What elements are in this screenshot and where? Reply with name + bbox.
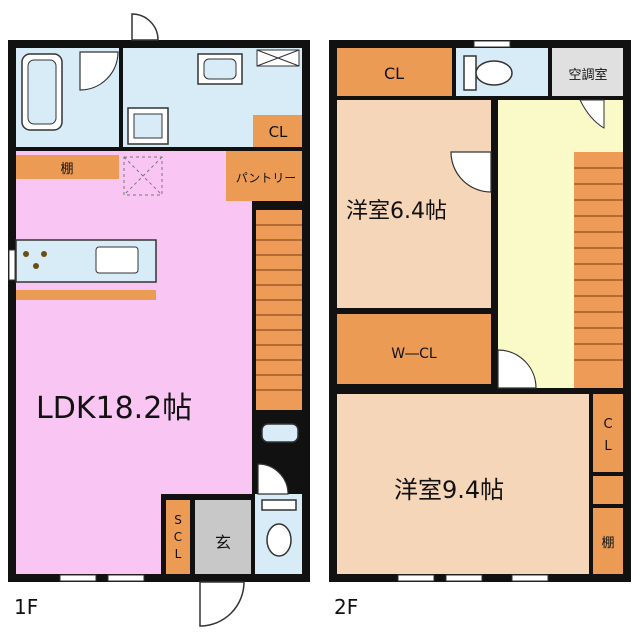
ldk-room-lower bbox=[16, 494, 161, 574]
bedroom-small-label: 洋室6.4帖 bbox=[346, 199, 447, 224]
stairs-1f-steps bbox=[256, 224, 302, 391]
bedroom-large bbox=[337, 394, 589, 574]
window-1f-left bbox=[8, 249, 16, 281]
walkin-closet bbox=[337, 314, 491, 384]
door-2f-bedroom-small bbox=[450, 151, 492, 193]
window-2f-bottom-c bbox=[511, 574, 549, 582]
door-2f-bedroom-large bbox=[497, 349, 537, 389]
window-2f-bottom-b bbox=[445, 574, 483, 582]
floor-1f: CL 棚 パントリー LDK18.2帖 bbox=[8, 13, 310, 627]
bedroom-large-label: 洋室9.4帖 bbox=[394, 476, 504, 504]
aircon-room bbox=[552, 48, 623, 96]
ceiling-storage-cross-b bbox=[123, 156, 163, 196]
shoe-closet-label-l: L bbox=[175, 547, 182, 561]
shelf-2f-label: 棚 bbox=[601, 536, 614, 551]
ceiling-storage-outline bbox=[123, 156, 163, 196]
stairs-1f bbox=[256, 210, 302, 410]
washing-machine-inner bbox=[133, 113, 163, 139]
window-2f-top bbox=[473, 40, 511, 48]
ldk-room bbox=[16, 151, 252, 494]
toilet-1f-tank bbox=[261, 499, 297, 511]
entrance bbox=[195, 500, 251, 574]
shelf-1f-label: 棚 bbox=[60, 162, 73, 177]
toilet-1f-bowl bbox=[266, 523, 292, 557]
shoe-closet-label-c: C bbox=[174, 530, 182, 544]
floor-1f-label: 1F bbox=[14, 595, 38, 619]
shoe-closet bbox=[166, 500, 190, 574]
walkin-closet-label: W―CL bbox=[391, 346, 437, 362]
window-1f-bottom-b bbox=[107, 574, 145, 582]
stairs-2f bbox=[574, 152, 623, 388]
stairs-2f-steps bbox=[574, 167, 623, 361]
stove-burner bbox=[23, 251, 29, 257]
vent-box-cross-b bbox=[256, 49, 300, 67]
shelf-1f bbox=[16, 155, 119, 179]
storage-2f-small bbox=[593, 476, 623, 504]
pantry bbox=[226, 151, 302, 201]
floor-2f: CL 空調室 洋室6.4帖 W―CL 洋室9.4帖 bbox=[329, 40, 631, 619]
door-1f-top bbox=[131, 13, 159, 41]
closet-1f bbox=[253, 115, 302, 147]
wash-basin-inner bbox=[203, 58, 237, 80]
shoe-closet-label-s: S bbox=[174, 513, 182, 527]
closet-2f-right-label-l: L bbox=[604, 439, 612, 454]
closet-2f-top-label: CL bbox=[384, 64, 404, 83]
window-2f-bottom-a bbox=[397, 574, 435, 582]
kitchen-back-shelf bbox=[16, 290, 156, 300]
bedroom-small bbox=[337, 100, 491, 308]
aircon-room-label: 空調室 bbox=[568, 67, 607, 83]
window-1f-bottom-a bbox=[59, 574, 97, 582]
floor-2f-label: 2F bbox=[334, 595, 358, 619]
shelf-2f bbox=[593, 508, 623, 574]
door-1f-entrance bbox=[199, 581, 245, 627]
closet-1f-label: CL bbox=[269, 123, 288, 141]
ldk-label: LDK18.2帖 bbox=[36, 391, 192, 426]
stove-burner bbox=[33, 263, 39, 269]
entrance-label: 玄 bbox=[215, 533, 231, 552]
stove-burner bbox=[41, 251, 47, 257]
pantry-label: パントリー bbox=[236, 171, 297, 185]
kitchen-sink bbox=[95, 246, 139, 274]
hand-basin bbox=[261, 423, 299, 443]
door-1f-toilet bbox=[257, 463, 289, 495]
closet-2f-top bbox=[337, 48, 452, 96]
door-2f-aircon bbox=[579, 99, 605, 129]
closet-2f-right bbox=[593, 394, 623, 472]
door-1f-bath bbox=[79, 51, 119, 91]
closet-2f-right-label-c: C bbox=[603, 417, 612, 432]
toilet-2f-bowl bbox=[475, 60, 513, 86]
toilet-2f-tank bbox=[463, 55, 477, 91]
bathtub-inner bbox=[27, 59, 57, 125]
